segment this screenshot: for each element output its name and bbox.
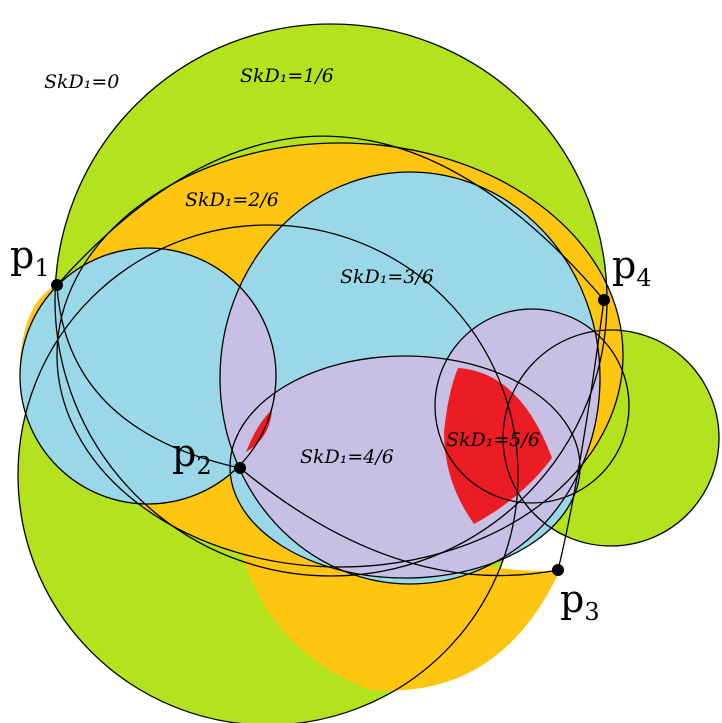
point-p3-label: p3 bbox=[560, 577, 600, 626]
point-p1-label: p1 bbox=[10, 233, 50, 282]
data-points bbox=[51, 279, 610, 576]
region-label-d3: SkD₁=3/6 bbox=[340, 266, 434, 288]
region-label-d2: SkD₁=2/6 bbox=[185, 189, 279, 211]
point-p2-marker bbox=[234, 462, 246, 474]
point-p4-marker bbox=[598, 294, 610, 306]
region-label-d0: SkD₁=0 bbox=[44, 71, 119, 93]
region-label-d4: SkD₁=4/6 bbox=[300, 446, 394, 468]
region-label-d5: SkD₁=5/6 bbox=[446, 429, 540, 451]
point-p2-label: p2 bbox=[172, 431, 212, 480]
depth-5-region bbox=[246, 368, 552, 524]
point-p4-label: p4 bbox=[612, 243, 652, 292]
boundary-curves bbox=[17, 23, 720, 723]
region-label-d1: SkD₁=1/6 bbox=[240, 65, 334, 87]
point-p3-marker bbox=[552, 564, 564, 576]
point-p1-marker bbox=[51, 279, 63, 291]
